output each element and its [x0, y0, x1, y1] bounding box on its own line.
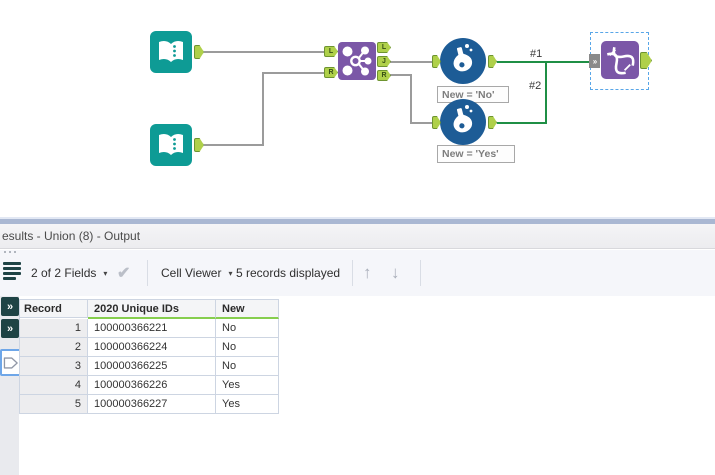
id-cell[interactable]: 100000366221: [88, 319, 216, 338]
wire-formula1-union[interactable]: [497, 61, 591, 63]
id-cell[interactable]: 100000366227: [88, 395, 216, 414]
book-icon: [159, 133, 183, 155]
wire-join-formula2-a[interactable]: [390, 74, 412, 76]
union-output-anchor[interactable]: [640, 52, 652, 69]
new-cell[interactable]: No: [216, 357, 279, 376]
id-cell[interactable]: 100000366224: [88, 338, 216, 357]
wire-input2-join-c[interactable]: [262, 72, 326, 74]
column-header-record[interactable]: Record: [20, 300, 88, 318]
drag-handle-dots: [4, 251, 16, 253]
apply-check-button[interactable]: ✔: [117, 250, 130, 296]
book-icon: [159, 40, 183, 62]
wire-join-formula2-b[interactable]: [410, 74, 412, 124]
records-displayed-label: 5 records displayed: [236, 266, 341, 280]
formula1-output-anchor[interactable]: [488, 55, 497, 68]
new-cell[interactable]: Yes: [216, 376, 279, 395]
formula-tool-2[interactable]: [440, 99, 486, 145]
new-cell[interactable]: No: [216, 338, 279, 357]
toolbar-separator: [352, 260, 353, 286]
record-number-cell[interactable]: 1: [20, 319, 88, 338]
anchor-button-strip: [0, 296, 19, 475]
join-output-anchor-J[interactable]: J: [377, 56, 391, 67]
join-output-anchor-L[interactable]: L: [377, 42, 391, 53]
dna-union-icon: [606, 46, 635, 75]
table-row[interactable]: 1 100000366221 No: [20, 319, 279, 338]
join-input-anchor-L[interactable]: L: [324, 46, 338, 57]
record-number-cell[interactable]: 5: [20, 395, 88, 414]
fields-selector-label: 2 of 2 Fields: [31, 266, 97, 280]
toolbar-separator: [147, 260, 148, 286]
union-tool[interactable]: [601, 41, 639, 79]
formula1-annotation[interactable]: New = 'No': [437, 86, 509, 103]
wire-input1-join[interactable]: [204, 51, 326, 53]
previous-record-button[interactable]: ↑: [363, 250, 372, 296]
next-record-button[interactable]: ↓: [391, 250, 400, 296]
id-cell[interactable]: 100000366225: [88, 357, 216, 376]
formula2-input-anchor[interactable]: [432, 116, 441, 129]
chevron-down-icon: ▾: [228, 268, 233, 278]
join-network-icon: [342, 46, 372, 76]
cell-viewer-selector[interactable]: Cell Viewer ▾: [161, 250, 232, 296]
id-cell[interactable]: 100000366226: [88, 376, 216, 395]
flask-icon: [453, 105, 473, 133]
connection-label-1: #1: [530, 48, 543, 60]
union-multi-input-connector[interactable]: »: [589, 54, 600, 68]
flask-icon: [453, 44, 473, 72]
fields-selector[interactable]: 2 of 2 Fields ▾: [31, 250, 107, 296]
wire-input2-join-b[interactable]: [262, 72, 264, 146]
table-row[interactable]: 5 100000366227 Yes: [20, 395, 279, 414]
formula-tool-1[interactable]: [440, 38, 486, 84]
table-view-icon[interactable]: [3, 258, 21, 284]
double-chevron-icon: »: [6, 300, 14, 313]
cell-viewer-label: Cell Viewer: [161, 266, 222, 280]
input-anchor-button-1[interactable]: »: [1, 297, 19, 316]
input-data-tool-2[interactable]: [150, 124, 192, 166]
formula1-input-anchor[interactable]: [432, 55, 441, 68]
input-anchor-button-2[interactable]: »: [1, 319, 19, 338]
wire-join-formula1[interactable]: [390, 61, 434, 63]
record-number-cell[interactable]: 2: [20, 338, 88, 357]
toolbar-separator: [420, 260, 421, 286]
wire-formula2-union-a[interactable]: [497, 122, 547, 124]
wire-formula2-union-b[interactable]: [545, 62, 547, 124]
formula2-output-anchor[interactable]: [488, 116, 497, 129]
results-table: Record 2020 Unique IDs New 1 10000036622…: [19, 299, 279, 414]
check-icon: ✔: [117, 265, 131, 282]
arrow-down-icon: ↓: [391, 263, 400, 282]
table-row[interactable]: 2 100000366224 No: [20, 338, 279, 357]
input-data-tool-1[interactable]: [150, 31, 192, 73]
join-tool[interactable]: [338, 42, 376, 80]
results-titlebar: esults - Union (8) - Output: [0, 224, 715, 249]
column-header-2020-unique-ids[interactable]: 2020 Unique IDs: [88, 300, 216, 319]
connection-label-2: #2: [529, 80, 542, 92]
join-input-anchor-R[interactable]: R: [324, 67, 338, 78]
results-splitter-bar[interactable]: [0, 217, 715, 224]
records-displayed-status: 5 records displayed: [236, 250, 340, 296]
record-number-cell[interactable]: 4: [20, 376, 88, 395]
results-toolbar: 2 of 2 Fields ▾ ✔ Cell Viewer ▾ 5 record…: [0, 250, 715, 296]
formula2-annotation[interactable]: New = 'Yes': [437, 145, 515, 163]
output-anchor-icon: [3, 356, 18, 369]
arrow-up-icon: ↑: [363, 263, 372, 282]
results-title: esults - Union (8) - Output: [2, 229, 141, 243]
column-header-new[interactable]: New: [216, 300, 279, 319]
table-header-row: Record 2020 Unique IDs New: [20, 300, 279, 319]
record-number-cell[interactable]: 3: [20, 357, 88, 376]
wire-input2-join-a[interactable]: [204, 144, 264, 146]
double-chevron-icon: »: [6, 322, 14, 335]
workflow-canvas[interactable]: #1 #2: [0, 0, 715, 217]
input1-output-anchor[interactable]: [194, 45, 204, 59]
table-row[interactable]: 3 100000366225 No: [20, 357, 279, 376]
new-cell[interactable]: No: [216, 319, 279, 338]
wire-join-formula2-c[interactable]: [410, 122, 434, 124]
input2-output-anchor[interactable]: [194, 138, 204, 152]
join-output-anchor-R[interactable]: R: [377, 70, 391, 81]
new-cell[interactable]: Yes: [216, 395, 279, 414]
chevron-down-icon: ▾: [103, 268, 108, 278]
table-row[interactable]: 4 100000366226 Yes: [20, 376, 279, 395]
